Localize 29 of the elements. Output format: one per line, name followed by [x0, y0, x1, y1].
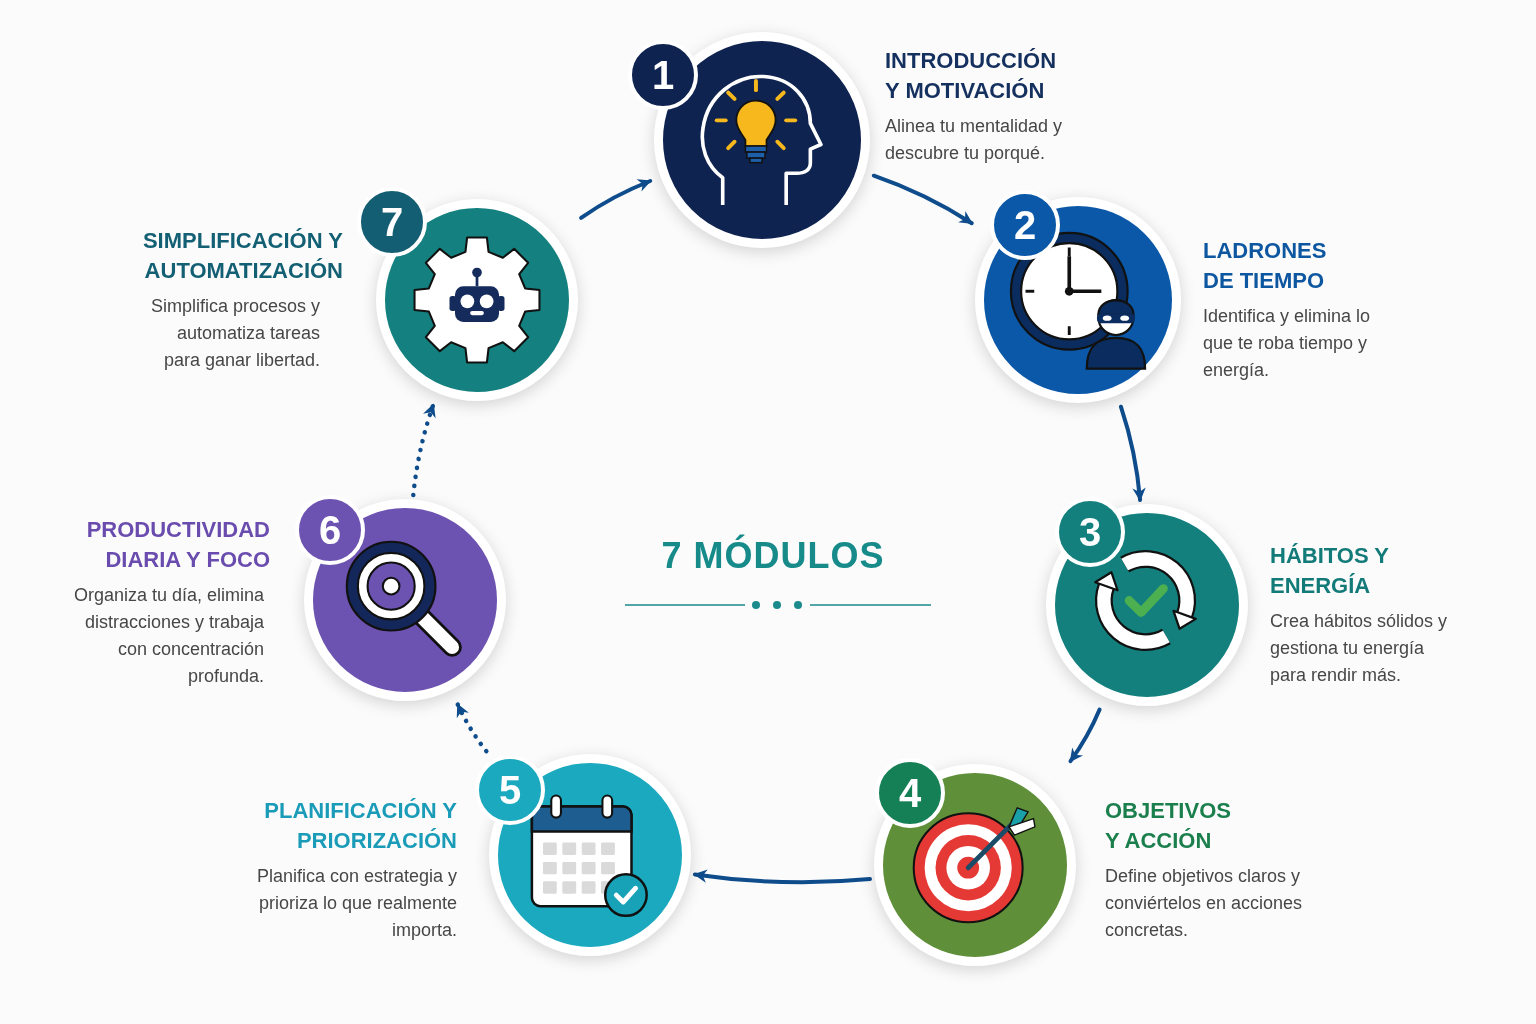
module-title: LADRONES DE TIEMPO — [1203, 237, 1328, 295]
arrow-connector — [455, 702, 489, 754]
module-description: Organiza tu día, elimina distracciones y trabaja con concentración profunda. — [72, 584, 264, 688]
module-description: Simplifica procesos y automatiza tareas para ganar libertad. — [149, 295, 320, 372]
module-title: PLANIFICACIÓN Y PRIORIZACIÓN — [263, 797, 457, 855]
module-title: HÁBITOS Y ENERGÍA — [1270, 542, 1390, 600]
module-title: SIMPLIFICACIÓN Y AUTOMATIZACIÓN — [141, 227, 343, 285]
step-number-badge: 2 — [990, 190, 1060, 260]
step-number-badge: 5 — [475, 755, 545, 825]
step-number-badge: 1 — [628, 40, 698, 110]
module-title: PRODUCTIVIDAD DIARIA Y FOCO — [85, 516, 270, 574]
step-number-badge: 3 — [1055, 497, 1125, 567]
step-number-badge: 6 — [295, 495, 365, 565]
module-description: Define objetivos claros y conviértelos en acciones concretas. — [1105, 865, 1304, 942]
module-title: INTRODUCCIÓN Y MOTIVACIÓN — [885, 47, 1058, 105]
arrow-connector — [579, 179, 653, 220]
arrow-connector — [1118, 404, 1146, 502]
module-description: Planifica con estrategia y prioriza lo que realmente importa. — [255, 865, 457, 942]
title: 7 MÓDULOS — [660, 534, 886, 578]
module-description: Alinea tu mentalidad y descubre tu porqué. — [885, 115, 1063, 165]
step-number-badge: 7 — [357, 187, 427, 257]
arrow-connector — [411, 402, 436, 498]
arrow-connector — [1068, 707, 1102, 764]
arrow-connector — [871, 173, 974, 226]
module-description: Identifica y elimina lo que te roba tiempo y energía. — [1203, 305, 1372, 382]
module-title: OBJETIVOS Y ACCIÓN — [1105, 797, 1232, 855]
arrow-connector — [692, 869, 872, 885]
step-number-badge: 4 — [875, 758, 945, 828]
module-description: Crea hábitos sólidos y gestiona tu energía para rendir más. — [1270, 610, 1449, 687]
